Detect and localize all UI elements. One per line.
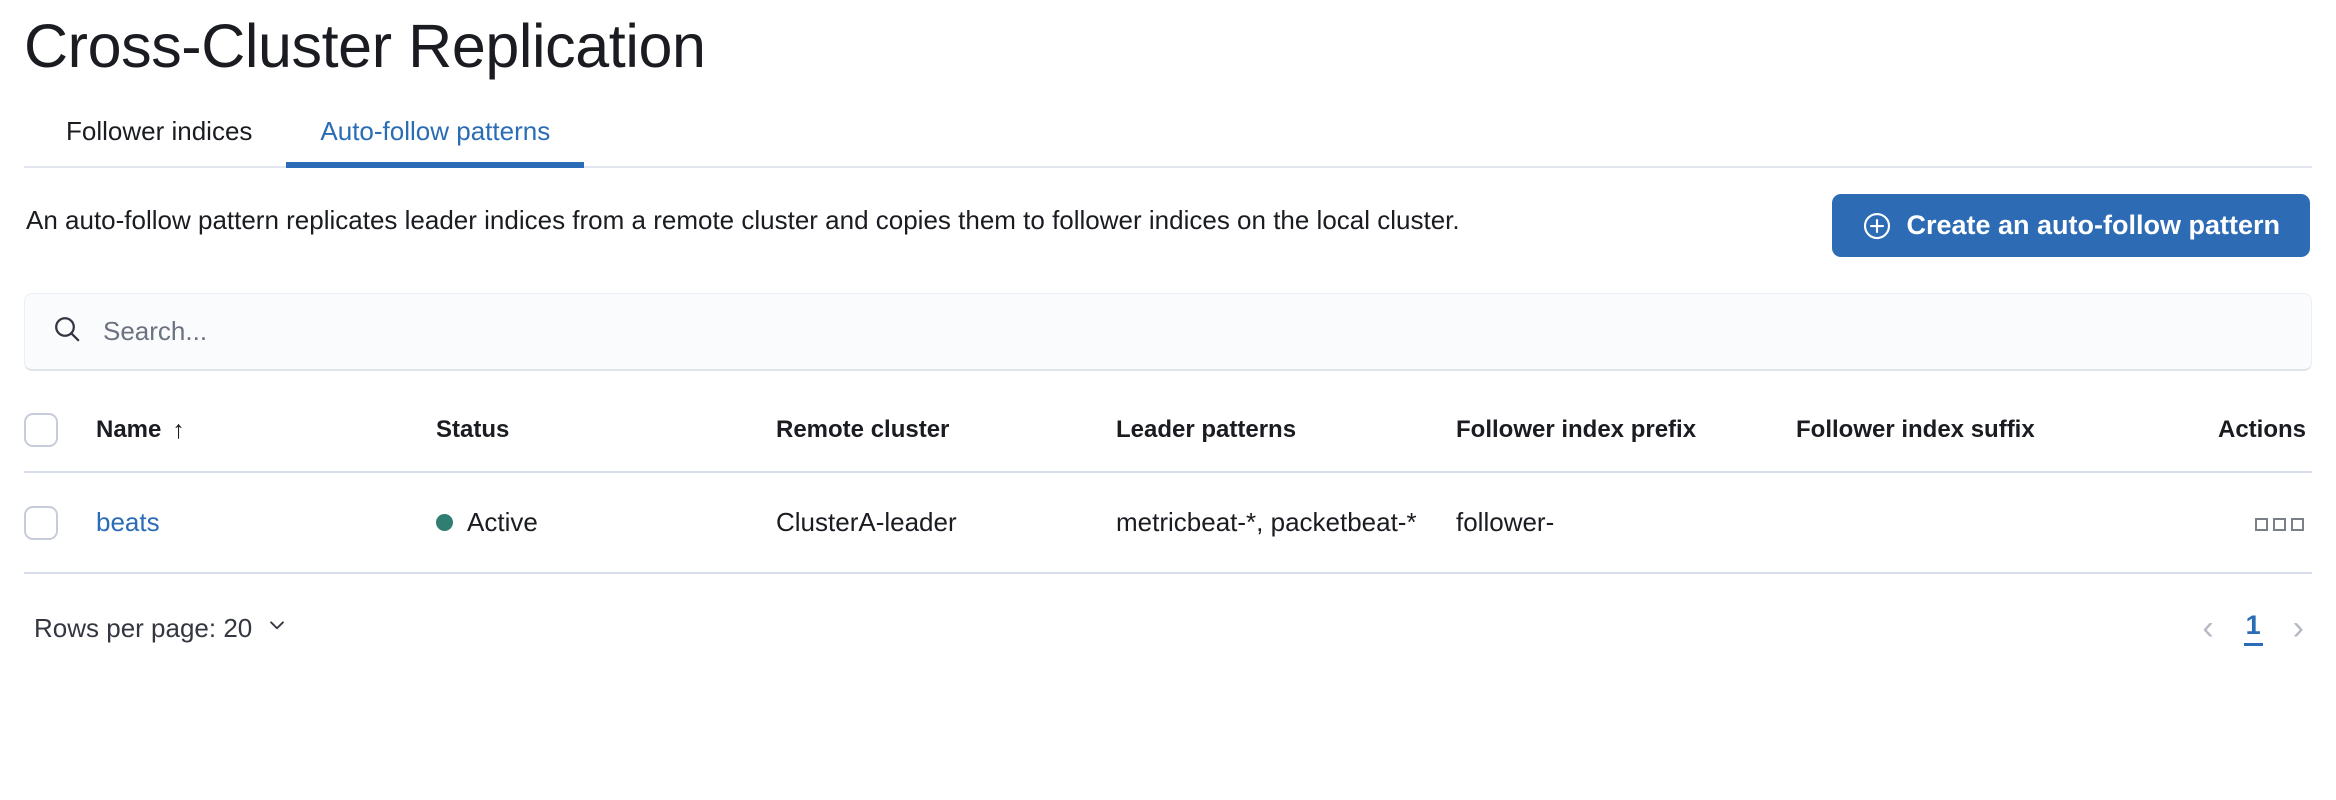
- table-header-row: Name ↑ Status Remote cluster Leader patt…: [24, 387, 2312, 474]
- select-all-checkbox[interactable]: [24, 413, 58, 448]
- more-actions-dot-2: [2273, 518, 2286, 532]
- column-header-name[interactable]: Name ↑: [96, 387, 436, 474]
- row-select-cell: [24, 472, 96, 575]
- page-description: An auto-follow pattern replicates leader…: [26, 205, 1460, 236]
- table-footer: Rows per page: 20 ‹ 1 ›: [24, 610, 2312, 647]
- search-input[interactable]: [101, 293, 2285, 371]
- row-checkbox[interactable]: [24, 505, 58, 540]
- row-name-cell: beats: [96, 472, 436, 575]
- column-header-follower-index-suffix[interactable]: Follower index suffix: [1796, 387, 2136, 474]
- table-header: Name ↑ Status Remote cluster Leader patt…: [24, 387, 2312, 474]
- row-follower-index-prefix-cell: follower-: [1456, 472, 1796, 575]
- column-header-status[interactable]: Status: [436, 387, 776, 474]
- create-auto-follow-pattern-label: Create an auto-follow pattern: [1906, 210, 2280, 241]
- column-header-follower-index-prefix[interactable]: Follower index prefix: [1456, 387, 1796, 474]
- more-actions-icon[interactable]: [2253, 512, 2306, 537]
- column-header-leader-patterns[interactable]: Leader patterns: [1116, 387, 1456, 474]
- tab-bar: Follower indices Auto-follow patterns: [24, 108, 2312, 169]
- row-status-cell: Active: [436, 472, 776, 575]
- sort-by-name[interactable]: Name ↑: [96, 416, 185, 444]
- plus-in-circle-icon: [1862, 211, 1892, 241]
- tab-follower-indices[interactable]: Follower indices: [32, 108, 286, 166]
- row-leader-patterns-cell: metricbeat-*, packetbeat-*: [1116, 472, 1456, 575]
- tab-auto-follow-patterns[interactable]: Auto-follow patterns: [286, 108, 585, 169]
- pagination: ‹ 1 ›: [2198, 610, 2308, 647]
- status-label: Active: [467, 507, 538, 538]
- select-all-header: [24, 387, 96, 474]
- page-number-1[interactable]: 1: [2243, 610, 2263, 647]
- column-header-actions: Actions: [2136, 387, 2312, 474]
- table-body: beats Active ClusterA-leader metricbeat-…: [24, 472, 2312, 575]
- column-header-remote-cluster[interactable]: Remote cluster: [776, 387, 1116, 474]
- leader-patterns-value: metricbeat-*, packetbeat-*: [1116, 507, 1417, 538]
- create-auto-follow-pattern-button[interactable]: Create an auto-follow pattern: [1832, 194, 2310, 258]
- search-icon: [51, 313, 83, 350]
- auto-follow-pattern-link[interactable]: beats: [96, 507, 160, 538]
- rows-per-page-selector[interactable]: Rows per page: 20: [28, 611, 296, 646]
- sort-ascending-icon: ↑: [172, 415, 185, 444]
- page-title: Cross-Cluster Replication: [24, 12, 706, 80]
- column-header-name-label: Name: [96, 416, 162, 444]
- rows-per-page-label: Rows per page: 20: [34, 612, 253, 643]
- row-follower-index-suffix-cell: [1796, 472, 2136, 575]
- more-actions-dot-3: [2291, 518, 2304, 532]
- row-actions-cell: [2136, 472, 2312, 575]
- intro-row: An auto-follow pattern replicates leader…: [24, 194, 2312, 258]
- search-bar[interactable]: [24, 293, 2312, 372]
- auto-follow-patterns-table: Name ↑ Status Remote cluster Leader patt…: [24, 387, 2312, 575]
- next-page-button[interactable]: ›: [2289, 611, 2308, 645]
- previous-page-button[interactable]: ‹: [2198, 611, 2217, 645]
- table-row: beats Active ClusterA-leader metricbeat-…: [24, 472, 2312, 575]
- status-badge: Active: [436, 507, 538, 538]
- row-remote-cluster-cell: ClusterA-leader: [776, 472, 1116, 575]
- chevron-down-icon: [264, 612, 290, 645]
- more-actions-dot-1: [2255, 518, 2268, 532]
- status-dot-icon: [436, 514, 453, 532]
